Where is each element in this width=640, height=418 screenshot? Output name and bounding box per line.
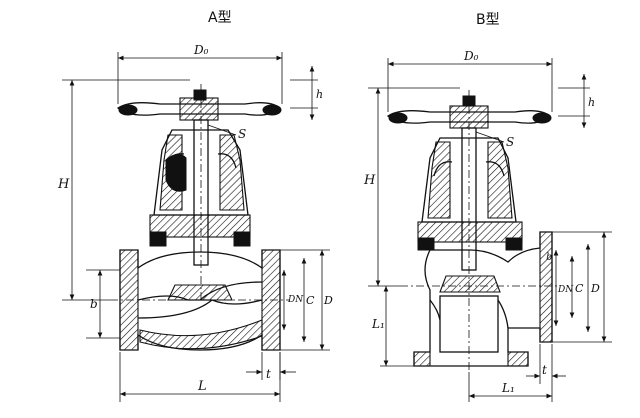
title-type-a: A型	[208, 10, 232, 26]
dim-b-h: H	[363, 173, 376, 188]
valve-a-dimensions: D₀ h H S b DN C D	[57, 43, 333, 402]
label-b-s: S	[506, 135, 514, 149]
title-type-b: B型	[476, 12, 500, 28]
dim-b-h-top: h	[588, 96, 595, 109]
dim-a-d0: D₀	[193, 43, 209, 57]
dim-b-dn: DN	[557, 285, 574, 295]
dim-b-d: D	[590, 282, 600, 295]
dim-a-d: D	[323, 294, 333, 307]
dim-a-c: C	[306, 294, 315, 307]
dim-b-c: C	[575, 282, 584, 295]
dim-b-l1-left: L₁	[371, 317, 385, 331]
dim-a-t: t	[266, 367, 271, 381]
label-a-s: S	[238, 127, 246, 141]
dim-b-t: t	[542, 363, 547, 377]
valve-b-bonnet	[417, 137, 523, 251]
dim-b-l1-bottom: L₁	[501, 381, 515, 395]
valve-a-stem	[193, 84, 209, 300]
dim-a-h: H	[57, 177, 70, 192]
dim-a-dn: DN	[287, 295, 304, 305]
dim-a-h-top: h	[316, 88, 323, 101]
dim-b-d0: D₀	[463, 49, 479, 63]
valve-b-dimensions: D₀ h H S L₁ b DN C	[363, 49, 612, 402]
valve-b-drawing: D₀ h H S L₁ b DN C	[363, 49, 612, 402]
dim-a-b: b	[90, 297, 98, 311]
dim-b-b: b	[546, 252, 552, 263]
valve-a-handwheel	[116, 89, 282, 121]
dim-a-l: L	[197, 379, 207, 394]
valve-b-body	[400, 231, 560, 367]
valve-a-drawing: D₀ h H S b DN C D	[57, 43, 333, 402]
valve-a-bonnet	[149, 129, 251, 247]
valve-b-handwheel	[386, 95, 552, 129]
